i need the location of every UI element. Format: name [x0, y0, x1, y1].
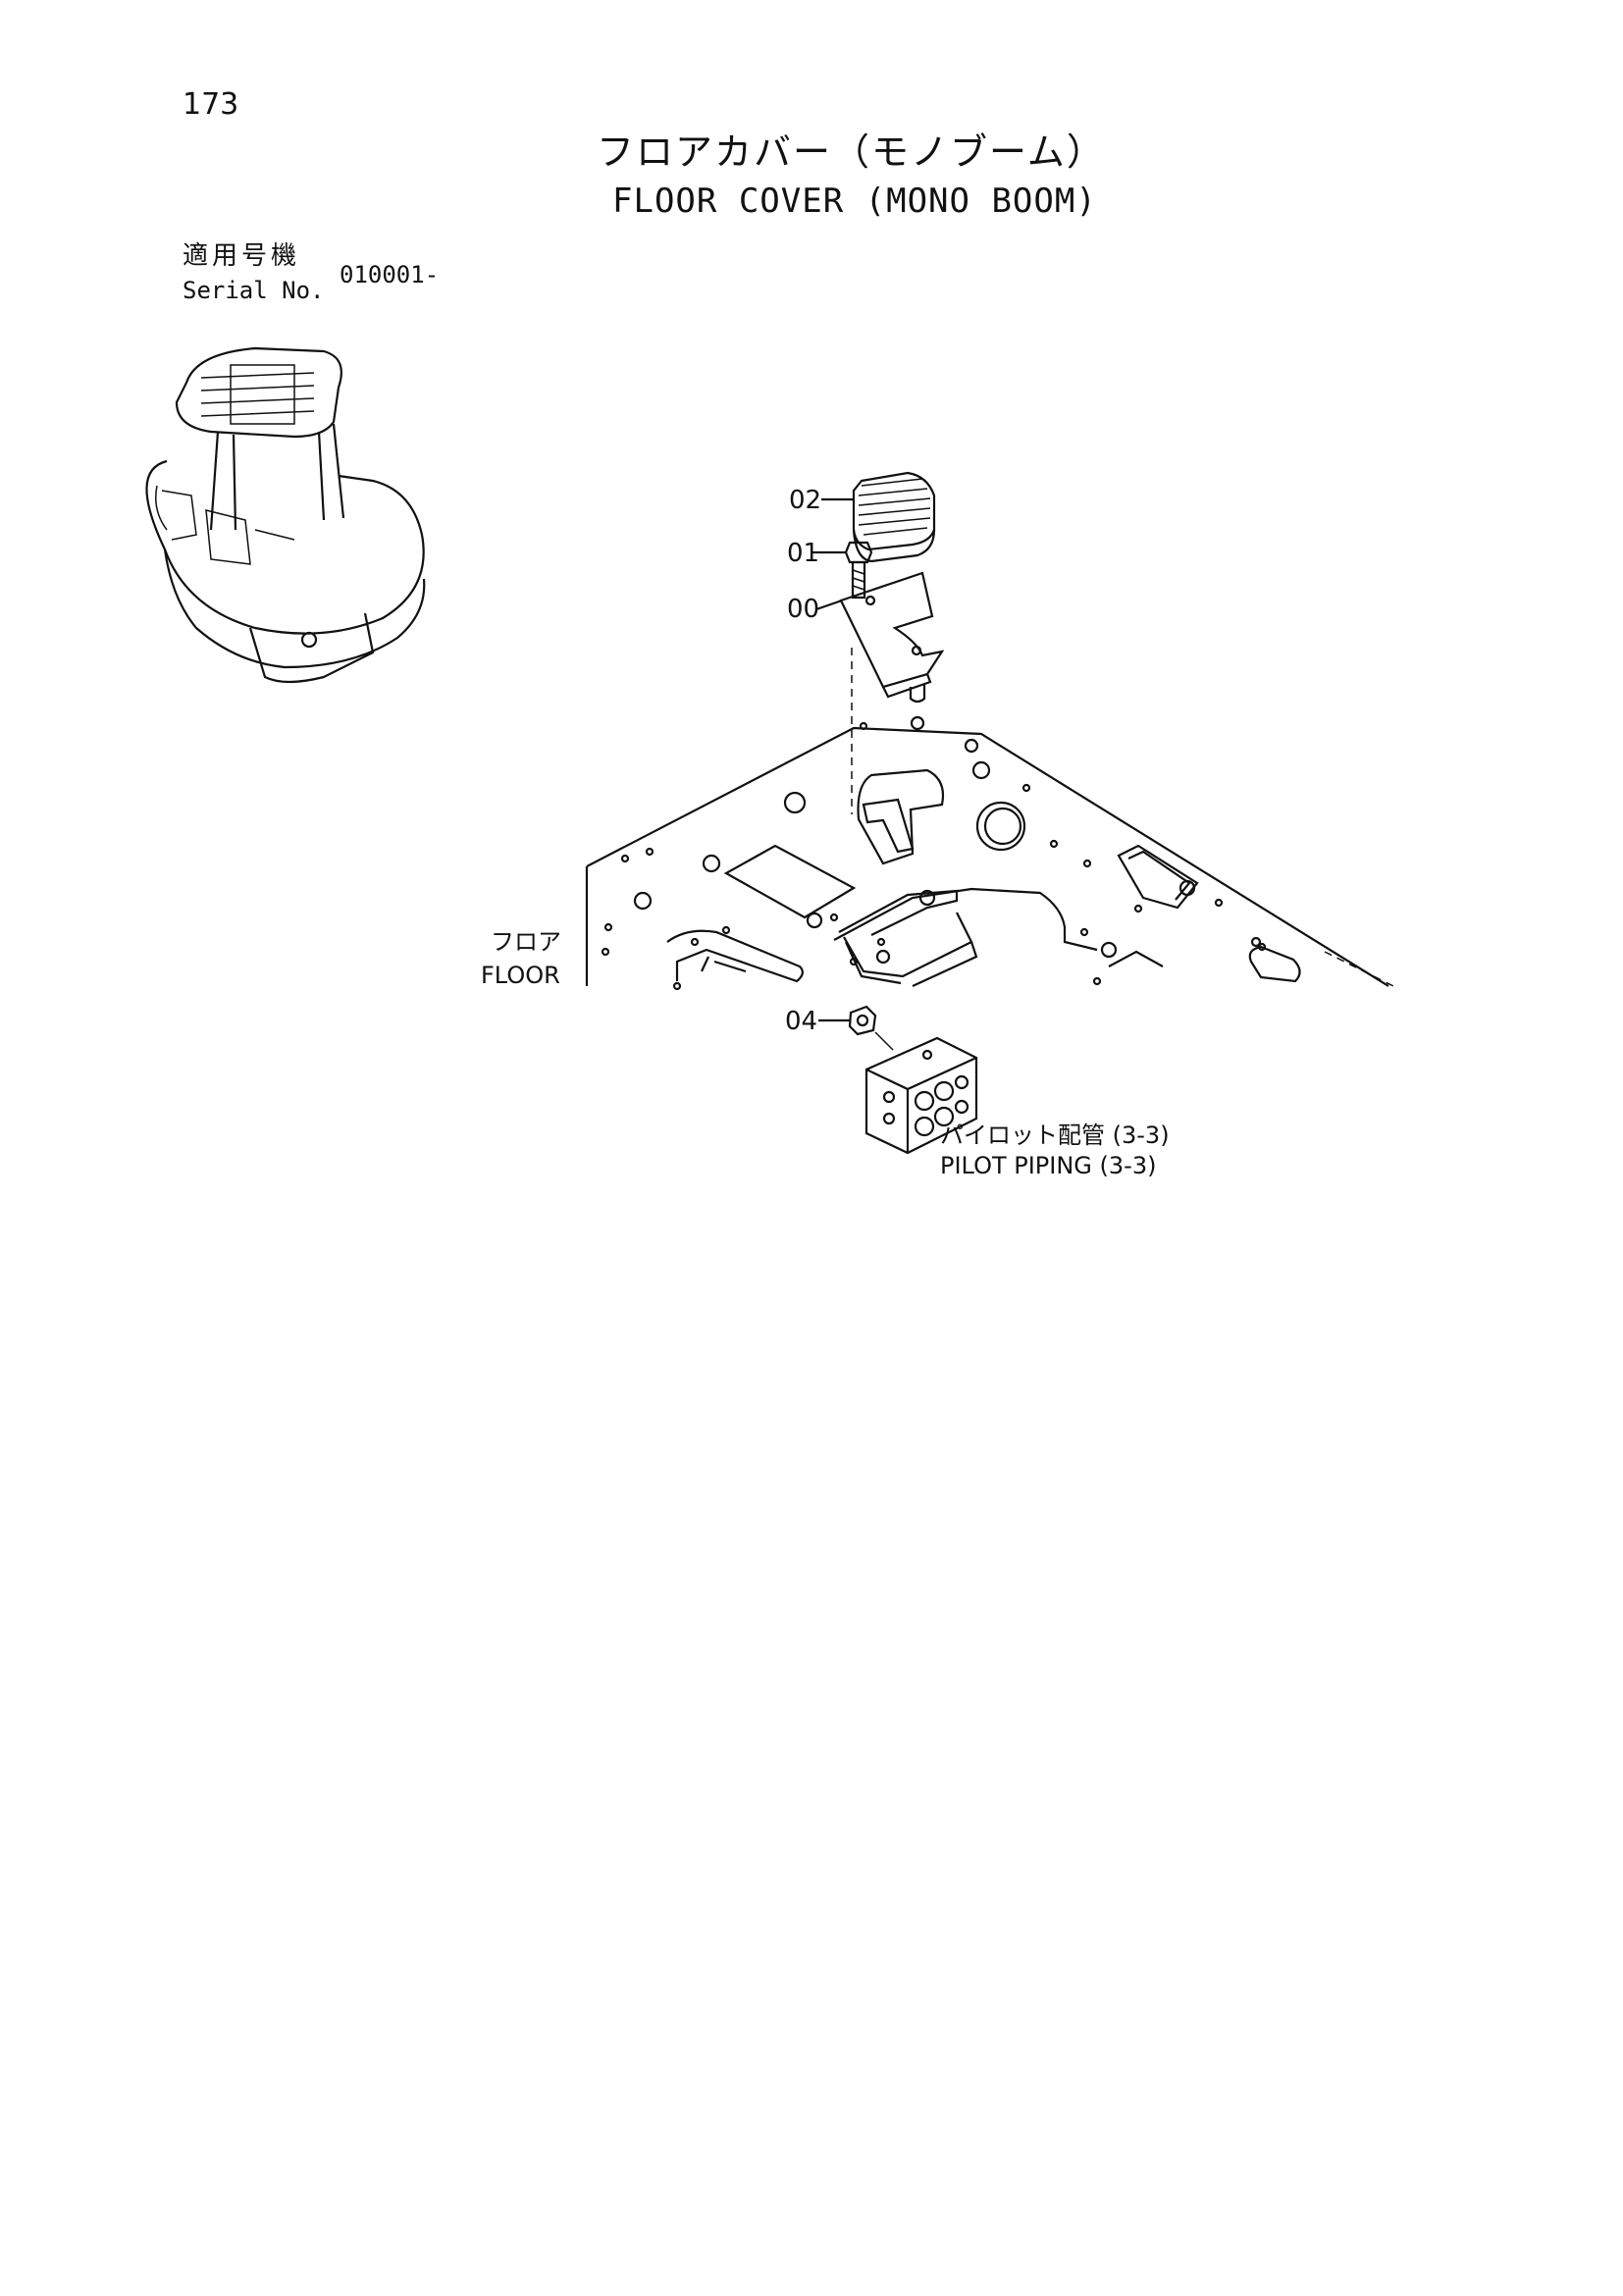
- leader-04-block: [874, 1031, 894, 1051]
- part-00-cover-plate: [839, 571, 945, 704]
- pilot-piping-label-jp: パイロット配管 (3-3): [940, 1122, 1170, 1149]
- callout-00: 00: [787, 595, 820, 624]
- machine-thumbnail: [145, 346, 426, 684]
- page-number: 173: [183, 87, 239, 122]
- page-title-en: FLOOR COVER (MONO BOOM): [612, 182, 1097, 221]
- floor-label-jp: フロア: [491, 928, 561, 956]
- leader-00: [815, 599, 843, 611]
- page-title-jp: フロアカバー（モノブーム）: [597, 130, 1106, 174]
- floor-plate: [585, 715, 1394, 991]
- pilot-piping-label-en: PILOT PIPING (3-3): [940, 1152, 1157, 1179]
- serial-label-jp: 適用号機: [183, 241, 301, 271]
- pilot-valve-block: [864, 1036, 978, 1155]
- part-02-cover-pad: [852, 471, 936, 563]
- serial-value: 010001-: [340, 261, 440, 288]
- floor-label-en: FLOOR: [481, 962, 560, 989]
- callout-02: 02: [789, 486, 822, 515]
- callout-04: 04: [785, 1007, 818, 1036]
- callout-01: 01: [787, 539, 820, 568]
- part-04-fitting: [848, 1005, 877, 1036]
- serial-label-en: Serial No.: [183, 277, 325, 304]
